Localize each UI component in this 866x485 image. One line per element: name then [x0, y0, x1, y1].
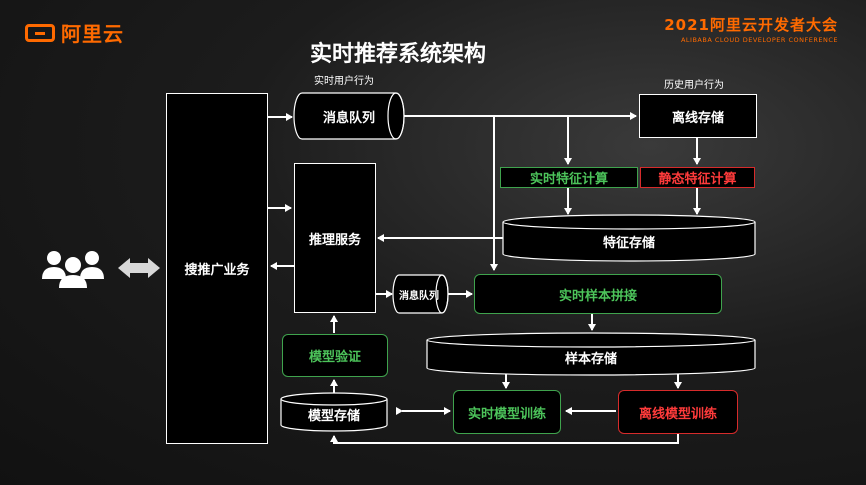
inference-service-box: 推理服务 [294, 163, 376, 313]
note-history-behavior: 历史用户行为 [664, 80, 724, 91]
offline-storage-box: 离线存储 [639, 94, 757, 138]
realtime-model-training-box: 实时模型训练 [453, 390, 561, 434]
model-validation-box: 模型验证 [282, 334, 388, 377]
feature-storage-label: 特征存储 [602, 235, 655, 251]
alibaba-cloud-logo: 阿里云 [25, 18, 124, 47]
model-storage-cylinder [280, 392, 388, 432]
message-queue-top-cylinder [293, 92, 405, 140]
conference-title: 2021阿里云开发者大会 [664, 16, 838, 34]
feature-storage-cylinder [502, 214, 756, 262]
realtime-feature-compute-box: 实时特征计算 [500, 167, 638, 188]
diagram-title: 实时推荐系统架构 [310, 42, 487, 67]
alibaba-cloud-logo-icon [25, 23, 55, 42]
sample-storage-cylinder [426, 332, 756, 376]
conference-banner: 2021阿里云开发者大会 ALIBABA CLOUD DEVELOPER CON… [664, 14, 838, 44]
message-queue-top-label: 消息队列 [322, 110, 375, 126]
users-icon [42, 251, 104, 288]
logo-text: 阿里云 [61, 22, 124, 46]
bidirectional-arrow-icon [118, 258, 160, 278]
sample-storage-label: 样本存储 [564, 351, 617, 367]
search-business-box: 搜推广业务 [166, 93, 268, 444]
offline-model-training-box: 离线模型训练 [618, 390, 738, 434]
note-realtime-behavior: 实时用户行为 [314, 76, 374, 87]
message-queue-small-label: 消息队列 [399, 290, 439, 302]
realtime-sample-join-box: 实时样本拼接 [474, 274, 722, 314]
static-feature-compute-box: 静态特征计算 [640, 167, 755, 188]
model-storage-label: 模型存储 [307, 408, 360, 424]
message-queue-small-cylinder [392, 274, 449, 314]
conference-subtitle: ALIBABA CLOUD DEVELOPER CONFERENCE [680, 36, 838, 44]
